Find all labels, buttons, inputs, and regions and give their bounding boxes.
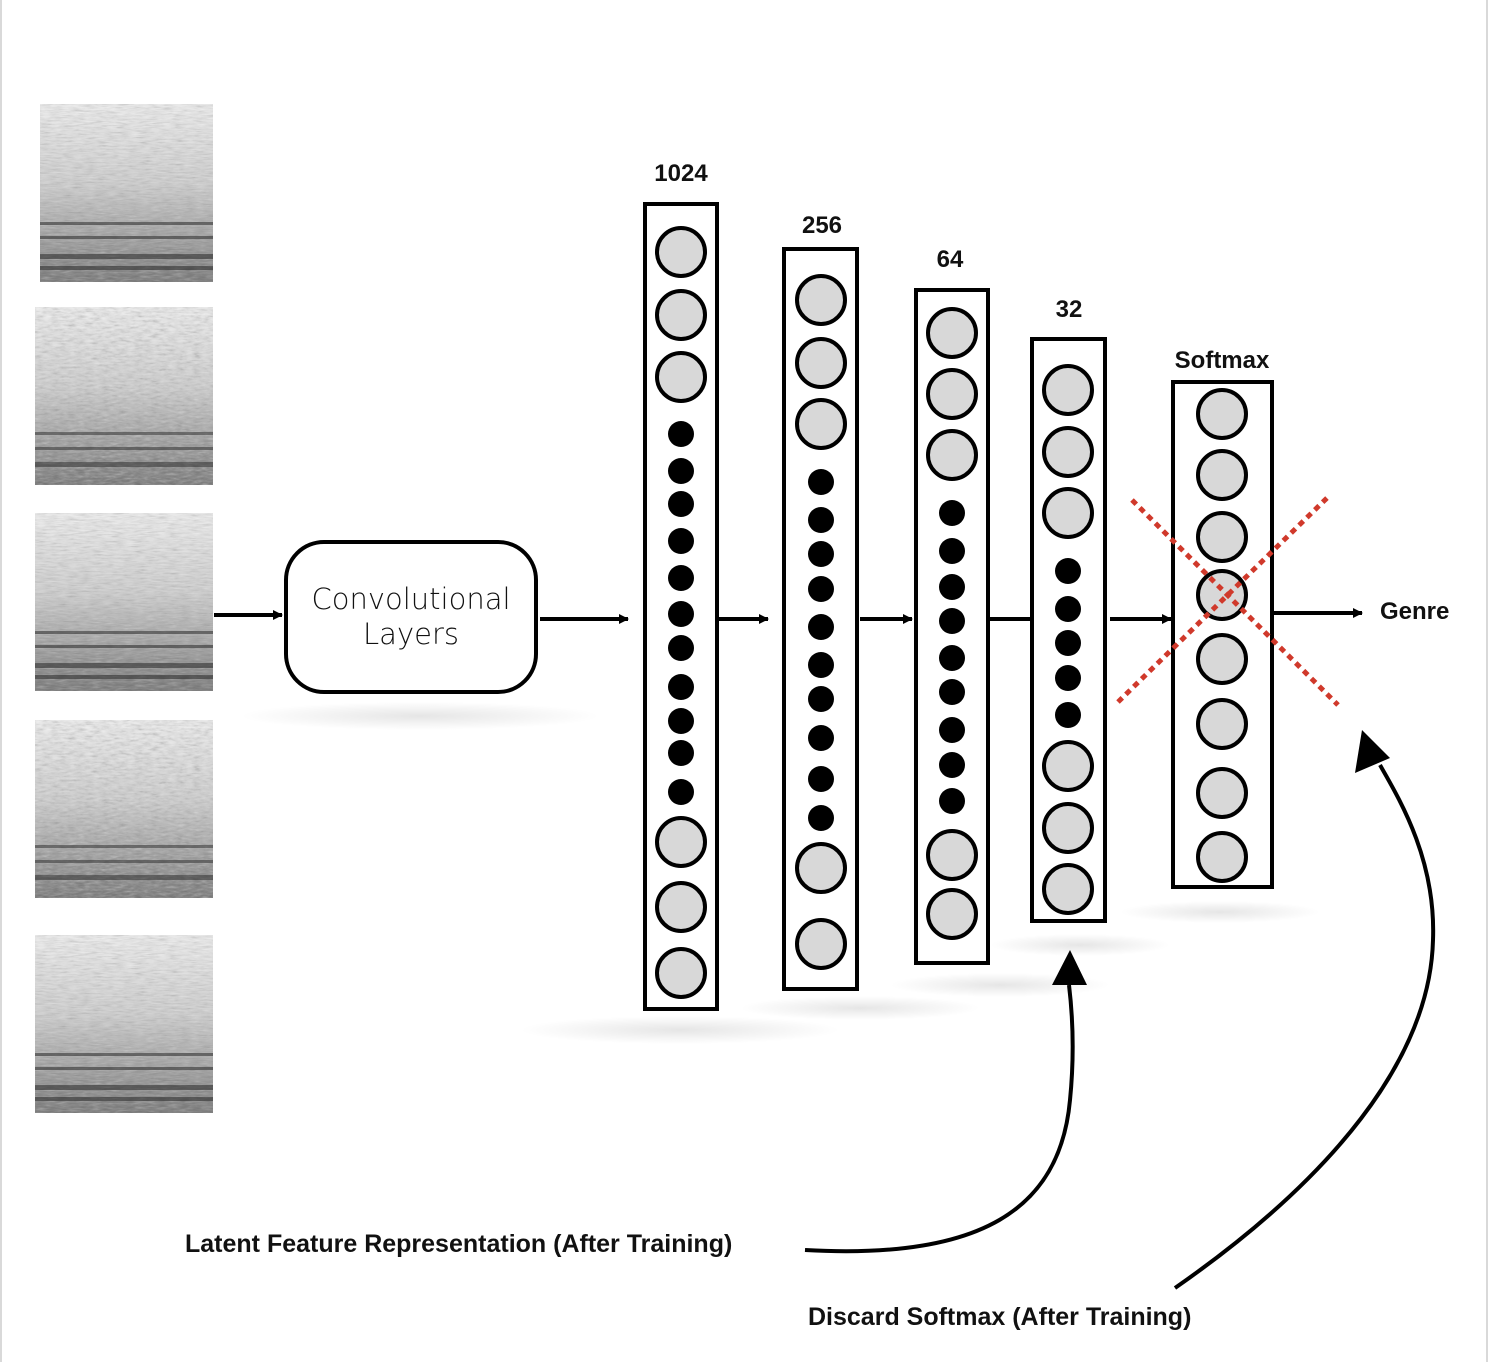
neuron-node — [1196, 388, 1248, 440]
ellipsis-dot — [808, 725, 834, 751]
ellipsis-dot — [939, 679, 965, 705]
latent-arrowhead — [1052, 950, 1087, 985]
drop-shadows — [240, 702, 1320, 1044]
neuron-node — [1042, 802, 1094, 854]
ellipsis-dot — [939, 752, 965, 778]
neuron-node — [926, 307, 978, 359]
conv-label-line1: Convolutional — [311, 582, 511, 616]
neuron-node — [655, 816, 707, 868]
neuron-node — [1196, 569, 1248, 621]
latent-feature-annotation: Latent Feature Representation (After Tra… — [185, 1230, 733, 1258]
ellipsis-dot — [808, 766, 834, 792]
ellipsis-dot — [808, 805, 834, 831]
neuron-node — [655, 226, 707, 278]
annotation-arrowheads — [1052, 730, 1390, 985]
discard-arrowhead — [1355, 730, 1390, 773]
output-genre-label: Genre — [1380, 598, 1450, 625]
neuron-node — [1196, 831, 1248, 883]
neuron-node — [655, 289, 707, 341]
ellipsis-dot — [668, 458, 694, 484]
neuron-node — [655, 947, 707, 999]
neuron-node — [795, 337, 847, 389]
discard-curve — [1173, 764, 1436, 1290]
ellipsis-dot — [668, 708, 694, 734]
ellipsis-dot — [1055, 665, 1081, 691]
neuron-node — [1196, 511, 1248, 563]
ellipsis-dot — [808, 576, 834, 602]
ellipsis-dot — [939, 538, 965, 564]
discard-cross — [1116, 495, 1340, 707]
ellipsis-dot — [1055, 596, 1081, 622]
ellipsis-dot — [1055, 702, 1081, 728]
ellipsis-dot — [668, 779, 694, 805]
ellipsis-dot — [668, 528, 694, 554]
ellipsis-dot — [939, 500, 965, 526]
neuron-node — [1042, 863, 1094, 915]
neuron-node — [795, 398, 847, 450]
neuron-node — [1196, 633, 1248, 685]
layer-label-softmax: Softmax — [1174, 347, 1270, 374]
convolutional-layers-block: Convolutional Layers — [284, 540, 538, 694]
layer-label-256: 256 — [801, 212, 843, 239]
neuron-node — [1196, 698, 1248, 750]
dense-layers — [643, 202, 1274, 1011]
neuron-node — [926, 368, 978, 420]
ellipsis-dot — [668, 421, 694, 447]
neuron-node — [1196, 449, 1248, 501]
neuron-node — [926, 429, 978, 481]
ellipsis-dot — [808, 469, 834, 495]
neuron-node — [655, 881, 707, 933]
ellipsis-dot — [668, 601, 694, 627]
annotation-curves — [804, 764, 1436, 1290]
layer-32 — [1030, 337, 1107, 923]
layer-1024 — [643, 202, 719, 1011]
ellipsis-dot — [939, 717, 965, 743]
ellipsis-dot — [808, 507, 834, 533]
conv-label-line2: Layers — [363, 617, 459, 651]
ellipsis-dot — [808, 652, 834, 678]
neuron-node — [1042, 740, 1094, 792]
layer-64 — [914, 288, 990, 965]
ellipsis-dot — [939, 608, 965, 634]
neuron-node — [1042, 364, 1094, 416]
ellipsis-dot — [939, 788, 965, 814]
latent-curve — [804, 984, 1075, 1254]
neuron-node — [926, 829, 978, 881]
layer-label-64: 64 — [936, 246, 964, 273]
neuron-node — [655, 351, 707, 403]
layer-softmax — [1171, 380, 1274, 889]
ellipsis-dot — [939, 574, 965, 600]
layer-256 — [782, 247, 859, 991]
neuron-node — [1196, 767, 1248, 819]
ellipsis-dot — [668, 635, 694, 661]
ellipsis-dot — [668, 491, 694, 517]
ellipsis-dot — [808, 614, 834, 640]
neuron-node — [1042, 426, 1094, 478]
ellipsis-dot — [1055, 558, 1081, 584]
layer-label-32: 32 — [1055, 296, 1083, 323]
neuron-node — [1042, 487, 1094, 539]
ellipsis-dot — [808, 686, 834, 712]
neuron-node — [795, 274, 847, 326]
ellipsis-dot — [939, 645, 965, 671]
layer-label-1024: 1024 — [654, 160, 708, 187]
neuron-node — [795, 918, 847, 970]
neuron-node — [795, 842, 847, 894]
ellipsis-dot — [668, 674, 694, 700]
ellipsis-dot — [668, 740, 694, 766]
ellipsis-dot — [1055, 630, 1081, 656]
discard-softmax-annotation: Discard Softmax (After Training) — [808, 1303, 1192, 1331]
neuron-node — [926, 888, 978, 940]
ellipsis-dot — [808, 541, 834, 567]
ellipsis-dot — [668, 565, 694, 591]
